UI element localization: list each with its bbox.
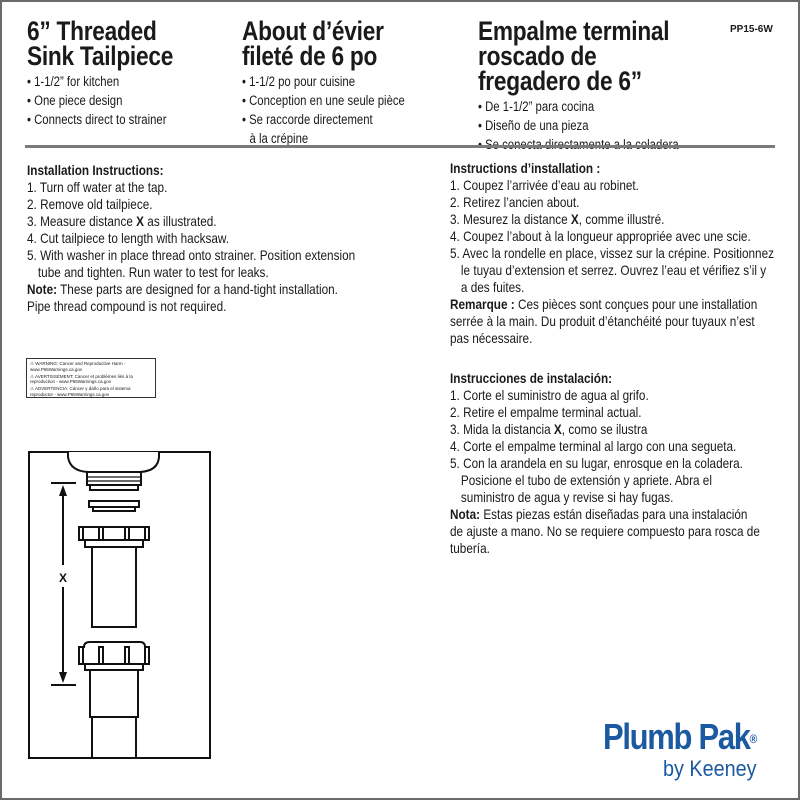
step-continuation: Posicione el tubo de extensión y apriete… [460,472,712,488]
step: 4. Cut tailpiece to length with hacksaw. [27,230,229,246]
step-text: , comme illustré. [578,211,665,227]
step-text: , como se ilustra [561,421,648,437]
step: 1. Coupez l’arrivée d’eau au robinet. [450,177,639,193]
english-instructions: Installation Instructions: 1. Turn off w… [27,162,355,315]
english-header: 6” Threaded Sink Tailpiece • 1-1/2” for … [27,16,201,129]
dimension-x: X [553,421,562,437]
note-text: serrée à la main. Du produit d’étanchéit… [450,313,755,329]
french-header: About d’évier fileté de 6 po • 1-1/2 po … [242,16,436,148]
header-divider [25,145,775,148]
step-text: 3. Mesurez la distance [450,211,571,227]
instructions-heading: Installation Instructions: [27,162,164,178]
strainer-body [67,452,160,473]
title-line: About d’évier [242,16,384,46]
logo-byline: by Keeney [663,756,757,781]
slip-nut-top [78,526,150,548]
dimension-label: X [59,571,67,585]
product-code: PP15-6W [730,24,773,35]
note: Nota: Estas piezas están diseñadas para … [450,506,760,523]
note-label: Note: [27,281,58,297]
bullet: • Se conecta directamente a la coladera [478,135,679,154]
logo-brand-text: Plumb Pak [603,716,751,757]
strainer-threads [86,471,142,486]
bullet: • 1-1/2 po pour cuisine [242,74,356,89]
step-text: 3. Mida la distancia [450,421,554,437]
bullet: • Se raccorde directement [242,112,373,127]
bullet: • De 1-1/2” para cocina [478,99,595,114]
spanish-instructions: Instrucciones de instalación: 1. Corte e… [450,370,760,557]
bullet-continuation: à la crépine [249,131,309,146]
dimension-arrow [51,482,76,686]
english-title: 6” Threaded Sink Tailpiece [27,16,174,71]
warning-line: ⚠ ADVERTENCIA: Cáncer y daño para el sis… [30,386,131,397]
title-line: fileté de 6 po [242,41,378,71]
french-title: About d’évier fileté de 6 po [242,16,405,71]
bullet: • Conception en une seule pièce [242,93,405,108]
extension-tube [91,546,137,628]
spanish-title: Empalme terminal roscado de fregadero de… [478,16,679,96]
tailpiece-diagram: X [28,451,211,759]
step: 2. Remove old tailpiece. [27,196,153,212]
prop65-warning-box: ⚠ WARNING: Cancer and Reproductive Harm … [26,358,156,398]
step: 3. Measure distance X as illustrated. [27,213,355,230]
instructions-heading: Instrucciones de instalación: [450,370,613,386]
note: Note: These parts are designed for a han… [27,281,355,298]
title-line: roscado de [478,41,597,71]
step: 4. Coupez l’about à la longueur appropri… [450,228,751,244]
bullet: • Diseño de una pieza [478,118,589,133]
note-text: These parts are designed for a hand-tigh… [57,281,338,297]
tailpiece-lower [91,716,137,759]
spanish-bullets: • De 1-1/2” para cocina • Diseño de una … [478,97,679,154]
step-text: as illustrated. [144,213,217,229]
bullet: • Connects direct to strainer [27,112,167,127]
note-text: Pipe thread compound is not required. [27,298,227,314]
step: 2. Retire el empalme terminal actual. [450,404,642,420]
dimension-x: X [570,211,579,227]
step: 1. Turn off water at the tap. [27,179,168,195]
dimension-x: X [136,213,145,229]
tailpiece-upper [89,669,139,718]
french-instructions: Instructions d’installation : 1. Coupez … [450,160,774,347]
step: 5. Con la arandela en su lugar, enrosque… [450,455,743,471]
bullet: • One piece design [27,93,123,108]
strainer-threads-base [89,484,139,491]
title-line: Sink Tailpiece [27,41,174,71]
step: 4. Corte el empalme terminal al largo co… [450,438,737,454]
title-line: fregadero de 6” [478,66,642,96]
note-text: Ces pièces sont conçues pour une install… [514,296,758,312]
logo-brand: Plumb Pak® [603,718,757,756]
step: 1. Corte el suministro de agua al grifo. [450,387,649,403]
spanish-header: Empalme terminal roscado de fregadero de… [478,16,717,154]
warning-line: ⚠ WARNING: Cancer and Reproductive Harm … [30,361,126,372]
french-bullets: • 1-1/2 po pour cuisine • Conception en … [242,72,405,148]
step: 3. Mesurez la distance X, comme illustré… [450,211,774,228]
step-text: 3. Measure distance [27,213,137,229]
title-line: 6” Threaded [27,16,157,46]
step: 5. With washer in place thread onto stra… [27,247,356,263]
step: 3. Mida la distancia X, como se ilustra [450,421,760,438]
washer-lip [92,506,136,512]
note-text: Estas piezas están diseñadas para una in… [480,506,748,522]
warning-line: ⚠ AVERTISSEMENT: Cancer et problèmes lié… [30,373,133,385]
step-continuation: suministro de agua y revise si hay fugas… [460,489,674,505]
slip-nut-bottom [78,641,150,671]
step-continuation: a des fuites. [460,279,525,295]
bullet: • 1-1/2” for kitchen [27,74,120,89]
step-continuation: tube and tighten. Run water to test for … [37,264,269,280]
note-text: pas nécessaire. [450,330,533,346]
note-label: Nota: [450,506,481,522]
note-text: de ajuste a mano. No se requiere compues… [450,523,760,539]
plumb-pak-logo: Plumb Pak® by Keeney [603,718,782,782]
step-continuation: le tuyau d’extension et serrez. Ouvrez l… [460,262,767,278]
instructions-heading: Instructions d’installation : [450,160,601,176]
english-bullets: • 1-1/2” for kitchen • One piece design … [27,72,173,129]
registered-mark: ® [749,732,758,746]
step: 5. Avec la rondelle en place, vissez sur… [450,245,775,261]
note-label: Remarque : [450,296,515,312]
note: Remarque : Ces pièces sont conçues pour … [450,296,774,313]
step: 2. Retirez l’ancien about. [450,194,580,210]
note-text: tubería. [450,540,490,556]
title-line: Empalme terminal [478,16,670,46]
